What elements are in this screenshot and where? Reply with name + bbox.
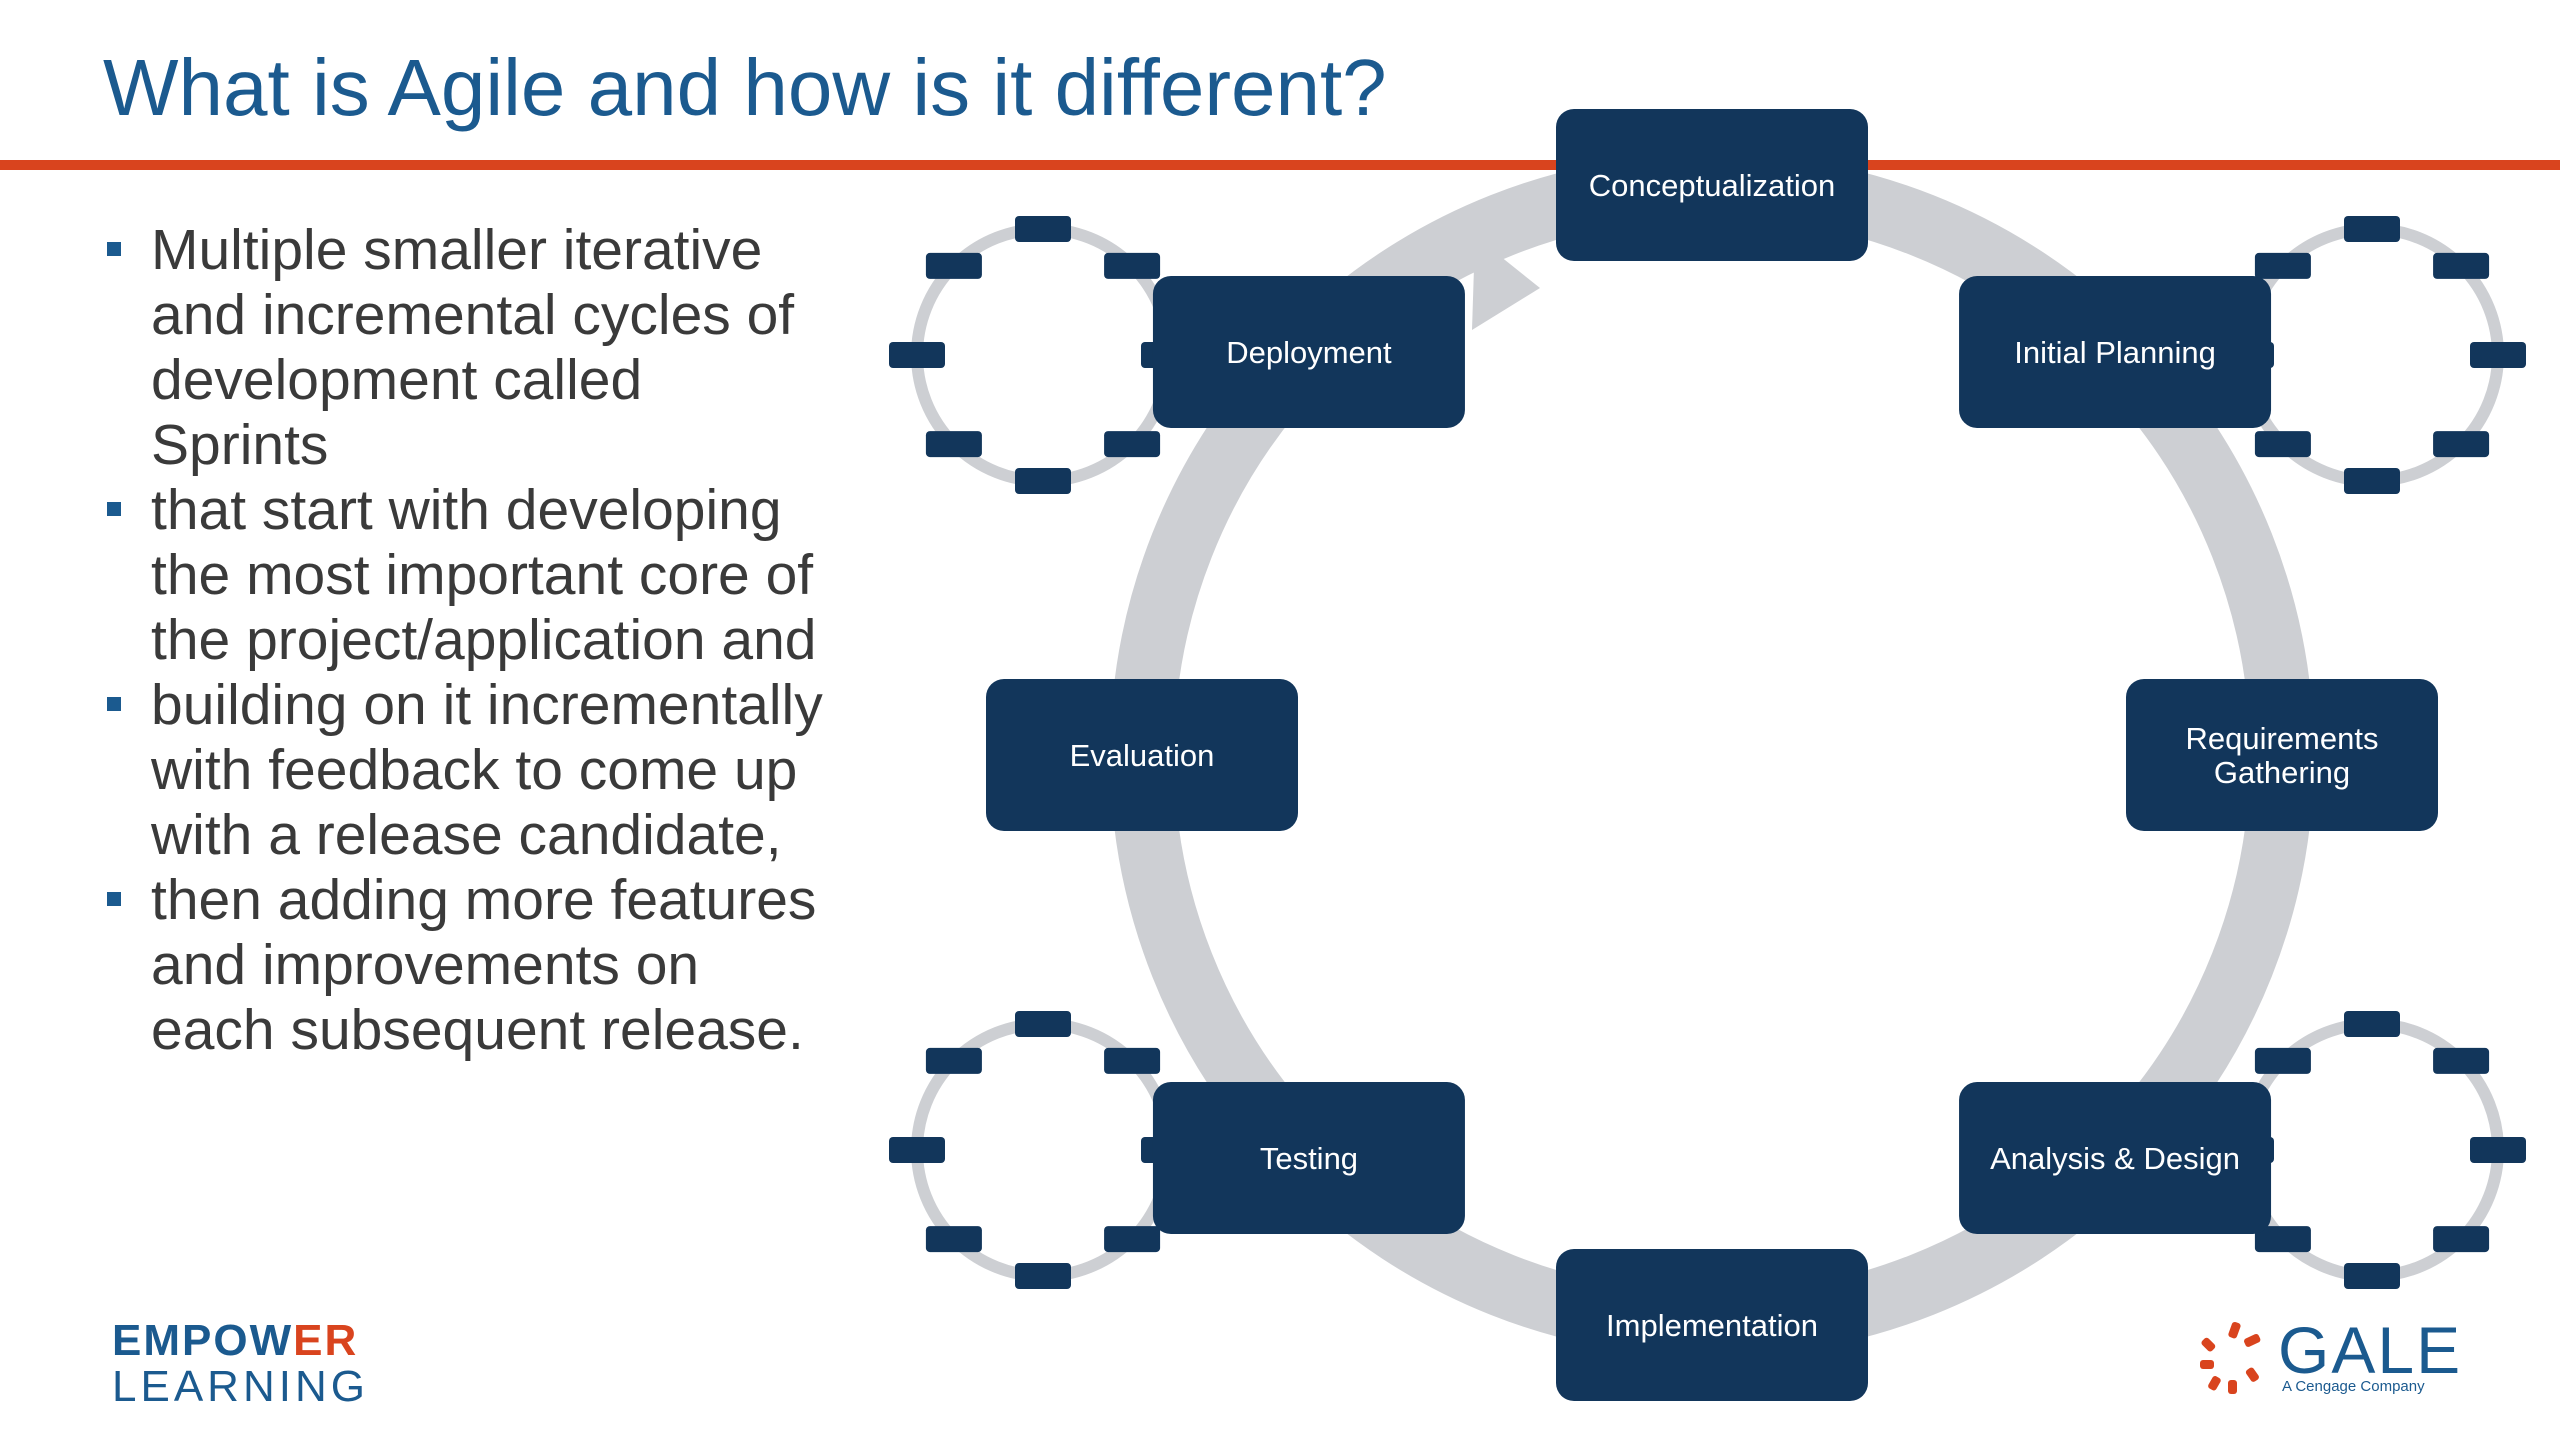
bullet-text: building on it incrementally with feedba… — [151, 673, 823, 867]
learning-text: LEARNING — [112, 1362, 369, 1411]
mini-stage-box — [2344, 1011, 2400, 1037]
bullet-list: Multiple smaller iterative and increment… — [103, 218, 823, 1063]
mini-stage-box — [889, 1137, 945, 1163]
mini-stage-box — [2433, 252, 2490, 279]
empower-text-part2: ER — [293, 1316, 359, 1365]
mini-stage-box — [2254, 1226, 2311, 1253]
mini-stage-box — [2433, 1226, 2490, 1253]
stage-conceptualization: Conceptualization — [1556, 109, 1868, 261]
mini-stage-box — [925, 1226, 982, 1253]
mini-stage-box — [925, 252, 982, 279]
stage-label: Requirements — [2186, 721, 2379, 756]
cycle-arrow-head — [1472, 236, 1540, 330]
mini-stage-box — [1104, 252, 1161, 279]
bullet-item: then adding more features and improvemen… — [103, 868, 823, 1063]
bullet-item: building on it incrementally with feedba… — [103, 673, 823, 868]
stage-label: Initial Planning — [2014, 335, 2216, 370]
mini-stage-box — [889, 342, 945, 368]
bullet-text: Multiple smaller iterative and increment… — [151, 218, 795, 477]
mini-stage-box — [2470, 1137, 2526, 1163]
mini-stage-box — [2254, 431, 2311, 458]
mini-stage-box — [2344, 1263, 2400, 1289]
mini-stage-box — [2254, 1047, 2311, 1074]
stage-testing: Testing — [1152, 1082, 1465, 1235]
stage-implementation: Implementation — [1556, 1249, 1868, 1401]
title-divider — [0, 160, 2560, 170]
stage-label: Analysis & Design — [1990, 1141, 2240, 1176]
bullet-marker — [107, 892, 121, 906]
stage-evaluation: Evaluation — [986, 679, 1298, 831]
gale-subtitle: A Cengage Company — [2282, 1378, 2425, 1395]
mini-stage-box — [1015, 468, 1071, 494]
mini-stage-box — [2433, 1047, 2490, 1074]
stage-label: Testing — [1260, 1141, 1358, 1176]
gale-mark-icon — [2200, 1321, 2261, 1394]
stage-label: Implementation — [1606, 1308, 1818, 1343]
mini-stage-box — [2433, 431, 2490, 458]
mini-stage-box — [2470, 342, 2526, 368]
stage-initial-planning: Initial Planning — [1959, 275, 2272, 428]
stage-deployment: Deployment — [1152, 275, 1465, 428]
gale-wordmark: GALE — [2278, 1313, 2463, 1387]
mini-stage-box — [1015, 1263, 1071, 1289]
mini-stage-box — [2254, 252, 2311, 279]
gale-logo: GALE A Cengage Company — [2196, 1313, 2460, 1398]
mini-sprint-cycle — [889, 1011, 1197, 1289]
stage-label: Gathering — [2214, 755, 2350, 790]
mini-sprint-cycle — [889, 216, 1197, 494]
stage-analysis-and-design: Analysis & Design — [1959, 1082, 2272, 1235]
mini-stage-box — [925, 431, 982, 458]
mini-stage-box — [1104, 431, 1161, 458]
mini-stage-box — [1104, 1226, 1161, 1253]
bullet-marker — [107, 242, 121, 256]
mini-stage-box — [1015, 216, 1071, 242]
bullet-marker — [107, 502, 121, 516]
mini-stage-box — [2344, 216, 2400, 242]
mini-stage-box — [925, 1047, 982, 1074]
mini-stage-box — [2344, 468, 2400, 494]
stage-label: Deployment — [1226, 335, 1392, 370]
bullet-text: then adding more features and improvemen… — [151, 868, 817, 1062]
empower-learning-logo: EMPOWER LEARNING — [112, 1318, 369, 1410]
mini-stage-box — [1104, 1047, 1161, 1074]
bullet-marker — [107, 697, 121, 711]
mini-stage-box — [1015, 1011, 1071, 1037]
empower-text-part1: EMPOW — [112, 1316, 294, 1365]
bullet-item: Multiple smaller iterative and increment… — [103, 218, 823, 478]
bullet-item: that start with developing the most impo… — [103, 478, 823, 673]
stage-label: Evaluation — [1070, 738, 1215, 773]
stage-label: Conceptualization — [1589, 168, 1835, 203]
slide-title: What is Agile and how is it different? — [103, 43, 1387, 132]
bullet-text: that start with developing the most impo… — [151, 478, 817, 672]
